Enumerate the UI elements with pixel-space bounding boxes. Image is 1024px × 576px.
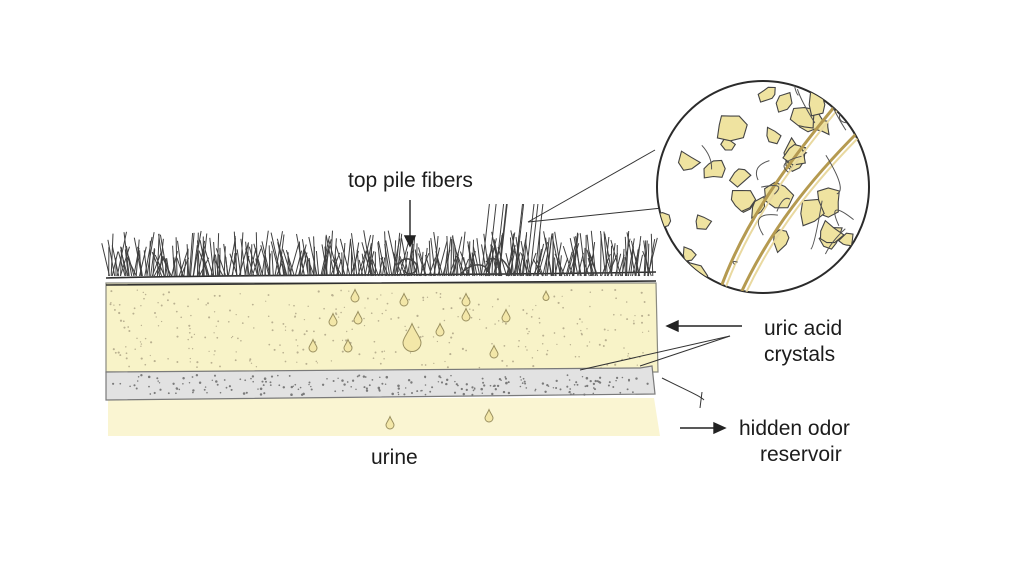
arrow-right-icon	[680, 421, 727, 435]
pointer-lines	[527, 149, 731, 409]
carpet-backing-layer	[105, 282, 659, 373]
label-hidden-odor-line2: reservoir	[760, 443, 842, 466]
arrow-down-icon	[403, 200, 417, 248]
label-hidden-odor-line1: hidden odor	[739, 417, 850, 440]
label-top-pile-fibers: top pile fibers	[348, 169, 473, 192]
magnifier-circle-icon	[656, 80, 870, 294]
padding-speckles	[112, 374, 649, 396]
curled-fiber-loops	[397, 257, 511, 277]
label-urine: urine	[371, 446, 418, 469]
label-uric-acid-line2: crystals	[764, 343, 836, 366]
label-uric-acid-crystals: uric acid crystals	[764, 316, 842, 368]
padding-layer	[105, 365, 656, 401]
label-hidden-odor-reservoir: hidden odor reservoir	[739, 416, 850, 468]
label-uric-acid-line1: uric acid	[764, 317, 843, 340]
urine-droplets	[308, 288, 550, 430]
arrow-left-icon	[665, 319, 742, 333]
lower-backing-layer	[108, 398, 660, 436]
top-pile-fibers	[101, 203, 658, 277]
